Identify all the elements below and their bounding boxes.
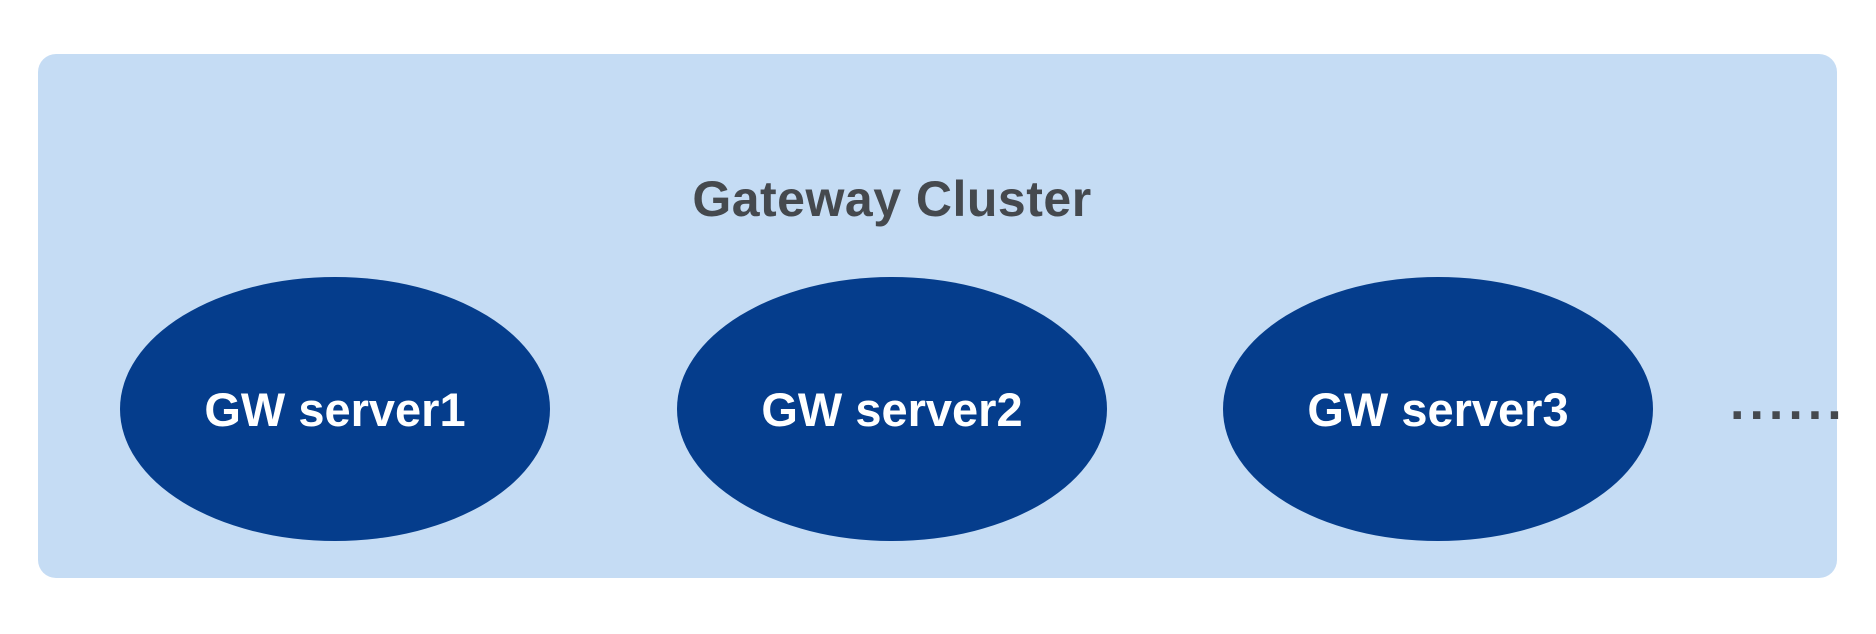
gw-server1-label: GW server1 bbox=[204, 382, 466, 436]
more-servers-ellipsis: ...... bbox=[1730, 373, 1847, 431]
gw-server1-node: GW server1 bbox=[120, 277, 550, 541]
gw-server3-label: GW server3 bbox=[1307, 382, 1569, 436]
gw-server3-node: GW server3 bbox=[1223, 277, 1653, 541]
gw-server2-label: GW server2 bbox=[761, 382, 1023, 436]
cluster-title: Gateway Cluster bbox=[692, 171, 1092, 227]
gw-server2-node: GW server2 bbox=[677, 277, 1107, 541]
gateway-cluster-panel: Gateway Cluster GW server1 GW server2 GW… bbox=[38, 54, 1842, 578]
